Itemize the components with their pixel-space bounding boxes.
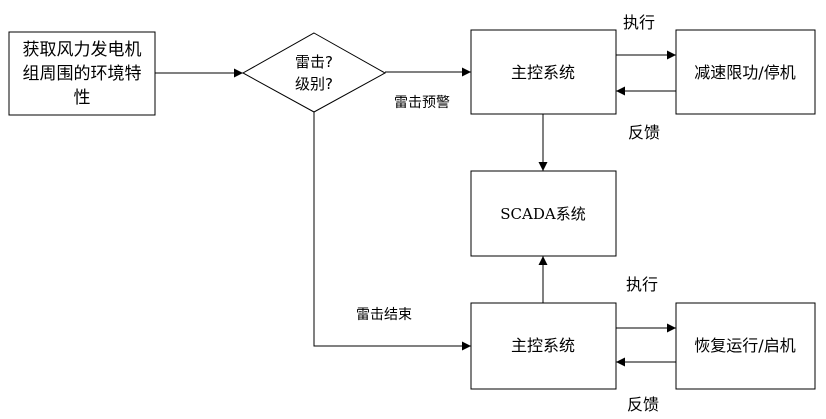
label-feedback-top: 反馈 — [628, 123, 660, 142]
scada-box — [470, 170, 617, 257]
label-lightning-end: 雷击结束 — [356, 307, 412, 323]
reduce-power-box — [675, 29, 816, 115]
main-control-top-box — [470, 29, 617, 115]
restore-box — [675, 302, 816, 390]
main-control-bottom-label: 主控系统 — [511, 336, 575, 355]
label-feedback-bottom: 反馈 — [627, 395, 659, 414]
main-control-top-label: 主控系统 — [511, 63, 575, 82]
restore-label: 恢复运行/启机 — [694, 336, 795, 355]
env-text-line3: 性 — [74, 88, 91, 108]
label-exec-top: 执行 — [623, 13, 655, 32]
decision-text-line2: 级别? — [295, 75, 333, 93]
env-text-line2: 组周围的环境特 — [23, 64, 142, 84]
env-text-line1: 获取风力发电机 — [23, 40, 142, 60]
label-lightning-warning: 雷击预警 — [394, 95, 450, 111]
decision-text-line1: 雷击? — [295, 53, 333, 71]
label-exec-bottom: 执行 — [626, 275, 658, 294]
arrow-decision-to-main-bottom — [313, 112, 471, 351]
decision-diamond — [241, 32, 387, 113]
reduce-power-label: 减速限功/停机 — [694, 63, 795, 82]
scada-label: SCADA系统 — [500, 205, 585, 223]
env-box — [8, 31, 156, 116]
main-control-bottom-box — [470, 302, 617, 390]
